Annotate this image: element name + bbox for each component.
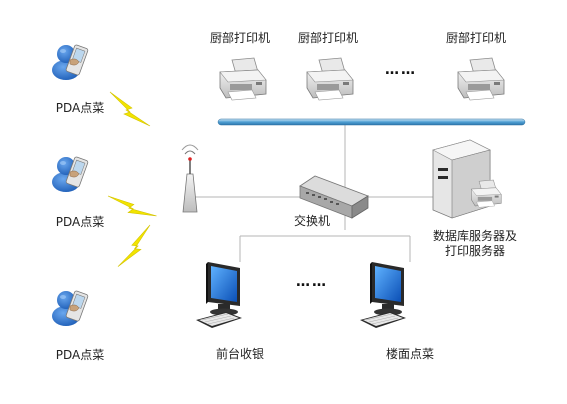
- pda-label: PDA点菜: [55, 101, 105, 115]
- pda-user-icon: [51, 290, 89, 327]
- printer-label: 厨部打印机: [445, 31, 507, 45]
- switch-label: 交换机: [293, 214, 331, 228]
- printer-label: 厨部打印机: [209, 31, 271, 45]
- server-label-line2: 打印服务器: [445, 244, 506, 258]
- ellipsis-printers: ……: [385, 62, 417, 78]
- server-label-line1: 数据库服务器及: [433, 229, 518, 243]
- pc-label: 前台收银: [215, 347, 265, 361]
- pc-label: 楼面点菜: [385, 347, 435, 361]
- printer-icon: [219, 57, 267, 101]
- lightning-icon: [110, 224, 158, 267]
- desktop-computer-icon: [195, 261, 243, 329]
- printer-icon: [306, 57, 354, 101]
- lightning-icon: [109, 91, 151, 127]
- network-bus-bar: [217, 118, 526, 126]
- ellipsis-pcs: ……: [296, 274, 328, 290]
- wireless-access-point-icon: [181, 144, 199, 213]
- desktop-computer-icon: [359, 261, 407, 329]
- printer-icon: [457, 57, 505, 101]
- pda-user-icon: [51, 156, 89, 193]
- pda-label: PDA点菜: [55, 348, 105, 362]
- pda-label: PDA点菜: [55, 215, 105, 229]
- network-switch-icon: [299, 175, 369, 219]
- printer-label: 厨部打印机: [297, 31, 359, 45]
- lightning-icon: [107, 183, 157, 229]
- pda-user-icon: [51, 44, 89, 81]
